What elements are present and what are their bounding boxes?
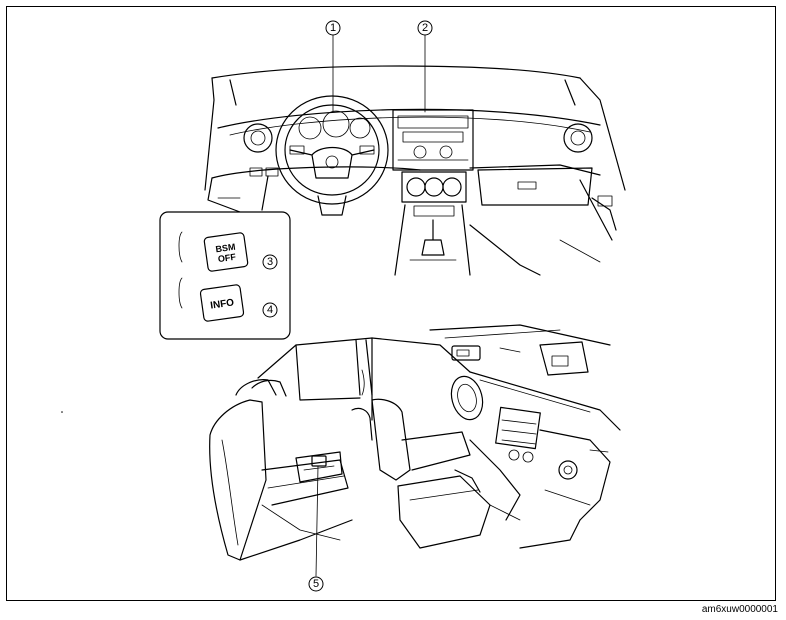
- svg-text:2: 2: [422, 22, 428, 34]
- dashboard-illustration: [204, 65, 626, 276]
- switch-inset: BSM OFF INFO: [159, 211, 291, 340]
- figure-frame: [6, 6, 776, 601]
- callout-3: 3: [262, 254, 278, 270]
- svg-text:1: 1: [330, 22, 336, 34]
- callout-5: 5: [308, 465, 324, 592]
- info-label: INFO: [210, 297, 235, 311]
- callout-1: 1: [325, 20, 341, 113]
- svg-text:4: 4: [267, 304, 273, 316]
- figure-code: am6xuw0000001: [701, 604, 778, 615]
- svg-text:3: 3: [267, 256, 273, 268]
- callout-4: 4: [262, 302, 278, 318]
- bsm-off-button: BSM OFF: [203, 232, 249, 272]
- bsm-label-top: BSM: [215, 242, 236, 255]
- interior-illustration: [209, 324, 621, 561]
- callout-2: 2: [417, 20, 433, 113]
- svg-text:5: 5: [313, 578, 319, 590]
- info-button: INFO: [199, 284, 245, 322]
- bsm-label-bottom: OFF: [217, 252, 237, 264]
